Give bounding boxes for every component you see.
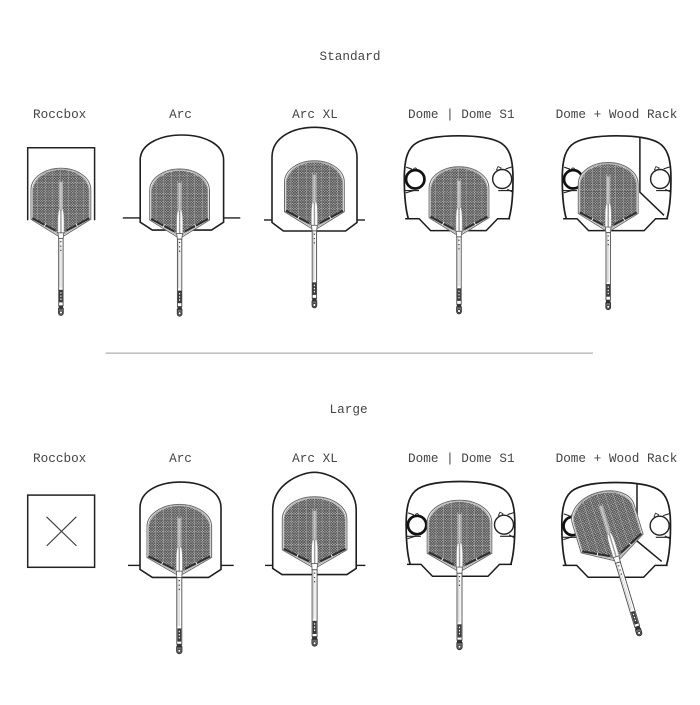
svg-text:Dome + Wood Rack: Dome + Wood Rack xyxy=(556,451,678,466)
svg-text:Arc XL: Arc XL xyxy=(292,107,338,122)
svg-text:Arc XL: Arc XL xyxy=(292,451,338,466)
svg-text:Roccbox: Roccbox xyxy=(33,451,87,466)
svg-text:Dome + Wood Rack: Dome + Wood Rack xyxy=(556,107,678,122)
svg-text:Standard: Standard xyxy=(320,49,381,64)
svg-text:Roccbox: Roccbox xyxy=(33,107,87,122)
svg-text:Dome | Dome S1: Dome | Dome S1 xyxy=(408,107,515,122)
svg-text:Dome | Dome S1: Dome | Dome S1 xyxy=(408,451,515,466)
svg-text:Arc: Arc xyxy=(169,451,192,466)
svg-text:Arc: Arc xyxy=(169,107,192,122)
svg-text:Large: Large xyxy=(330,402,368,417)
